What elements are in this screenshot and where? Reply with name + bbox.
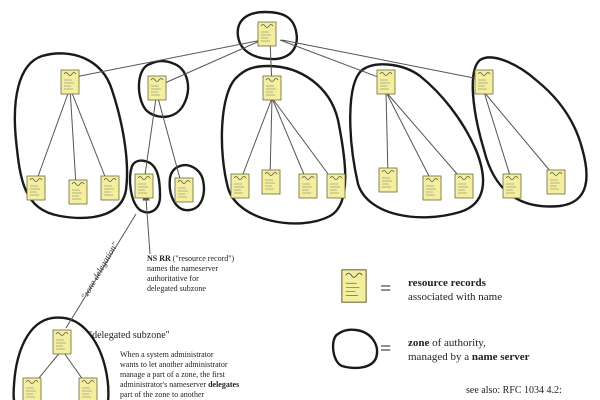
rr-node-subzone-root xyxy=(52,329,72,355)
delegation-line2: wants to let another administrator xyxy=(120,360,228,369)
delegation-description: When a system administrator wants to let… xyxy=(120,350,239,400)
legend-zone-icon xyxy=(331,328,379,370)
rr-node-left xyxy=(60,69,80,95)
rr-node-leaf xyxy=(100,175,120,201)
see-also-text: see also: RFC 1034 4.2: xyxy=(466,385,562,396)
zone-mid-small xyxy=(137,60,190,118)
legend-zone-title: zone xyxy=(408,337,430,349)
ns-rr-rest: ("resource record") xyxy=(170,254,235,263)
rr-node-subzone-leaf xyxy=(22,377,42,400)
ns-rr-note: NS RR ("resource record") names the name… xyxy=(147,254,234,294)
legend-records-title: resource records xyxy=(408,277,486,289)
delegation-line1: When a system administrator xyxy=(120,350,214,359)
legend-records-subtitle: associated with name xyxy=(408,291,503,303)
zone-single xyxy=(168,164,206,212)
zone-delegated-subzone xyxy=(12,316,110,400)
delegation-line4-bold: delegates xyxy=(208,380,240,389)
ns-rr-line3: authoritative for xyxy=(147,274,199,283)
zone-root xyxy=(236,10,298,61)
rr-node-leaf xyxy=(502,173,522,199)
rr-node-mid xyxy=(147,75,167,101)
legend-zone-title-rest: of authority, xyxy=(429,337,486,349)
rr-node-leaf xyxy=(422,175,442,201)
rr-node-leaf xyxy=(174,177,194,203)
rr-node-leaf xyxy=(454,173,474,199)
zone-right xyxy=(349,63,485,219)
ns-rr-line2: names the nameserver xyxy=(147,264,219,273)
rr-node-leaf xyxy=(68,179,88,205)
legend-records-equals: = xyxy=(380,278,392,300)
zone-left-large xyxy=(13,52,129,220)
rr-node-leaf xyxy=(230,173,250,199)
rr-node-farright xyxy=(474,69,494,95)
delegation-line3: manage a part of a zone, the first xyxy=(120,370,225,379)
ns-rr-line4: delegated subzone xyxy=(147,284,206,293)
zone-far-right xyxy=(471,56,588,208)
rr-node-right xyxy=(376,69,396,95)
rr-node-leaf xyxy=(546,169,566,195)
rr-node-subzone-leaf xyxy=(78,377,98,400)
rr-node-center xyxy=(262,75,282,101)
legend-zone-text: zone of authority, managed by a name ser… xyxy=(408,336,530,364)
legend-records-text: resource records associated with name xyxy=(408,276,502,304)
legend-record-icon xyxy=(341,269,367,303)
zone-delegation-label: "zone delegation" xyxy=(79,240,120,301)
rr-node-leaf xyxy=(326,173,346,199)
delegation-line5: part of the zone to another xyxy=(120,390,205,399)
rr-node-leaf xyxy=(261,169,281,195)
rr-node-delegated xyxy=(134,173,154,199)
legend-zone-subtitle-pre: managed by a xyxy=(408,351,472,363)
zone-delegated-top xyxy=(128,159,162,214)
delegation-line4-rest: administrator's nameserver xyxy=(120,380,209,389)
rr-node-leaf xyxy=(298,173,318,199)
ns-rr-bold: NS RR xyxy=(147,254,171,263)
delegated-subzone-label: "delegated subzone" xyxy=(88,330,170,341)
rr-node-root xyxy=(257,21,277,47)
rr-node-leaf xyxy=(26,175,46,201)
legend-zone-subtitle-bold: name server xyxy=(471,351,530,363)
legend-zone-equals: = xyxy=(380,338,392,360)
rr-node-leaf xyxy=(378,167,398,193)
zone-center-right xyxy=(220,64,347,225)
